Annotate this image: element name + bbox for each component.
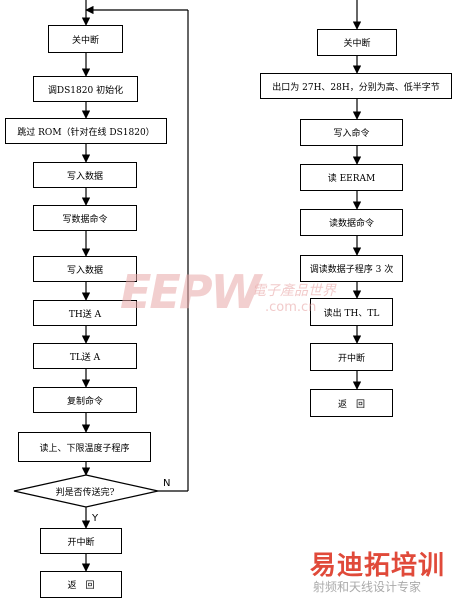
left-step-5: 写数据命令	[33, 205, 137, 231]
left-step-1: 关中断	[48, 25, 123, 53]
left-step-2: 调DS1820 初始化	[33, 76, 138, 102]
right-step-9: 返 回	[310, 389, 393, 417]
left-step-return: 返 回	[40, 571, 122, 598]
left-step-enable-interrupt: 开中断	[40, 528, 122, 554]
bottom-watermark-cn: 易迪拓培训	[310, 551, 446, 581]
right-step-7: 读出 TH、TL	[310, 298, 393, 326]
right-step-4: 读 EERAM	[300, 164, 403, 191]
decision-label: 判是否传送完?	[55, 487, 115, 498]
decision-yes-label: Y	[92, 513, 99, 524]
left-step-7: TH送 A	[33, 300, 137, 326]
eepw-watermark-logo: EEPW	[120, 265, 261, 319]
eepw-watermark-cn: 電子產品世界	[252, 283, 336, 299]
left-step-8: TL送 A	[33, 343, 137, 369]
right-step-5: 读数据命令	[300, 209, 403, 236]
eepw-watermark-url: .com.cn	[265, 300, 317, 315]
right-step-3: 写入命令	[300, 119, 403, 146]
left-step-10: 读上、下限温度子程序	[18, 432, 151, 462]
left-step-4: 写入数据	[33, 162, 137, 188]
left-step-9: 复制命令	[33, 387, 137, 413]
right-step-6: 调读数据子程序 3 次	[300, 255, 403, 282]
right-step-1: 关中断	[317, 29, 397, 56]
decision-no-label: N	[163, 478, 171, 489]
left-step-3: 跳过 ROM（针对在线 DS1820）	[5, 118, 167, 144]
left-step-6: 写入数据	[33, 256, 137, 282]
right-step-8: 开中断	[310, 343, 393, 371]
right-step-2: 出口为 27H、28H，分别为高、低半字节	[260, 73, 452, 99]
bottom-watermark-sub: 射频和天线设计专家	[313, 580, 422, 594]
